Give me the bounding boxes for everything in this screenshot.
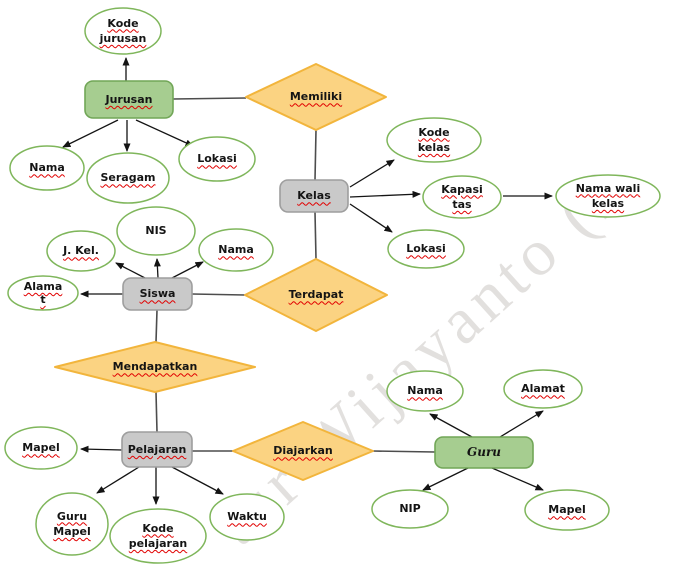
attribute-kode-pelajaran-shape <box>109 508 207 564</box>
entity-guru-shape <box>434 436 534 469</box>
arrow-kelas-kapasitas <box>349 190 421 198</box>
arrow-pelajaran-mapel <box>80 445 123 453</box>
attribute-mapel-pelajaran-shape <box>4 426 78 470</box>
attribute-kode-jurusan-shape <box>84 7 162 55</box>
relationship-connectors <box>155 97 436 453</box>
connector-jurusan-memiliki <box>172 97 247 100</box>
connector-memiliki-kelas <box>314 129 317 181</box>
arrow-pelajaran-guru-mapel <box>96 466 140 494</box>
attribute-waktu-shape <box>209 493 285 541</box>
relationship-shapes <box>54 63 388 481</box>
entity-kelas-shape <box>279 179 349 213</box>
entity-pelajaran-shape <box>121 431 193 468</box>
attribute-nama-wali-kelas-shape <box>555 174 661 218</box>
arrow-siswa-nis <box>153 258 161 279</box>
attribute-kapasitas-shape <box>422 175 502 219</box>
attribute-kode-kelas-shape <box>386 117 482 163</box>
attribute-shapes <box>4 7 661 564</box>
relationship-diajarkan-shape <box>232 421 374 481</box>
arrow-kelas-kode-kelas <box>349 159 395 188</box>
entity-jurusan-shape <box>84 80 174 119</box>
connector-siswa-mendapatkan <box>155 309 158 343</box>
connector-diajarkan-guru <box>372 450 436 453</box>
arrow-guru-mapel <box>491 467 544 491</box>
attribute-seragam-shape <box>86 152 170 204</box>
attribute-nama-guru-shape <box>386 370 464 412</box>
attribute-nip-shape <box>371 489 449 529</box>
attribute-nama-jurusan-shape <box>9 145 85 191</box>
connector-terdapat-siswa <box>191 293 246 296</box>
entity-siswa-shape <box>122 277 193 311</box>
arrow-jurusan-nama <box>62 119 119 148</box>
arrow-kelas-lokasi <box>349 203 393 233</box>
arrow-guru-nip <box>422 467 469 491</box>
arrow-jurusan-lokasi <box>135 119 194 147</box>
attribute-lokasi-jurusan-shape <box>178 136 256 182</box>
connector-mendapatkan-pelajaran <box>155 391 158 433</box>
attribute-mapel-guru-shape <box>524 489 610 531</box>
attribute-arrows <box>62 57 553 505</box>
arrow-guru-nama <box>429 413 473 438</box>
attribute-nis-shape <box>116 206 196 256</box>
relationship-terdapat-shape <box>244 258 388 332</box>
attribute-nama-siswa-shape <box>198 228 274 272</box>
attribute-alamat-siswa-shape <box>7 275 79 311</box>
arrow-pelajaran-waktu <box>171 466 224 495</box>
arrow-guru-alamat <box>499 410 544 438</box>
relationship-memiliki-shape <box>245 63 387 131</box>
attribute-guru-mapel-shape <box>35 492 109 556</box>
arrow-siswa-j-kel <box>115 262 146 279</box>
attribute-alamat-guru-shape <box>503 369 583 409</box>
entity-shapes <box>84 80 534 469</box>
connector-kelas-terdapat <box>314 211 317 260</box>
attribute-j-kel-shape <box>46 230 116 272</box>
attribute-lokasi-kelas-shape <box>387 229 465 269</box>
arrow-siswa-nama <box>171 261 204 279</box>
relationship-mendapatkan-shape <box>54 341 256 393</box>
